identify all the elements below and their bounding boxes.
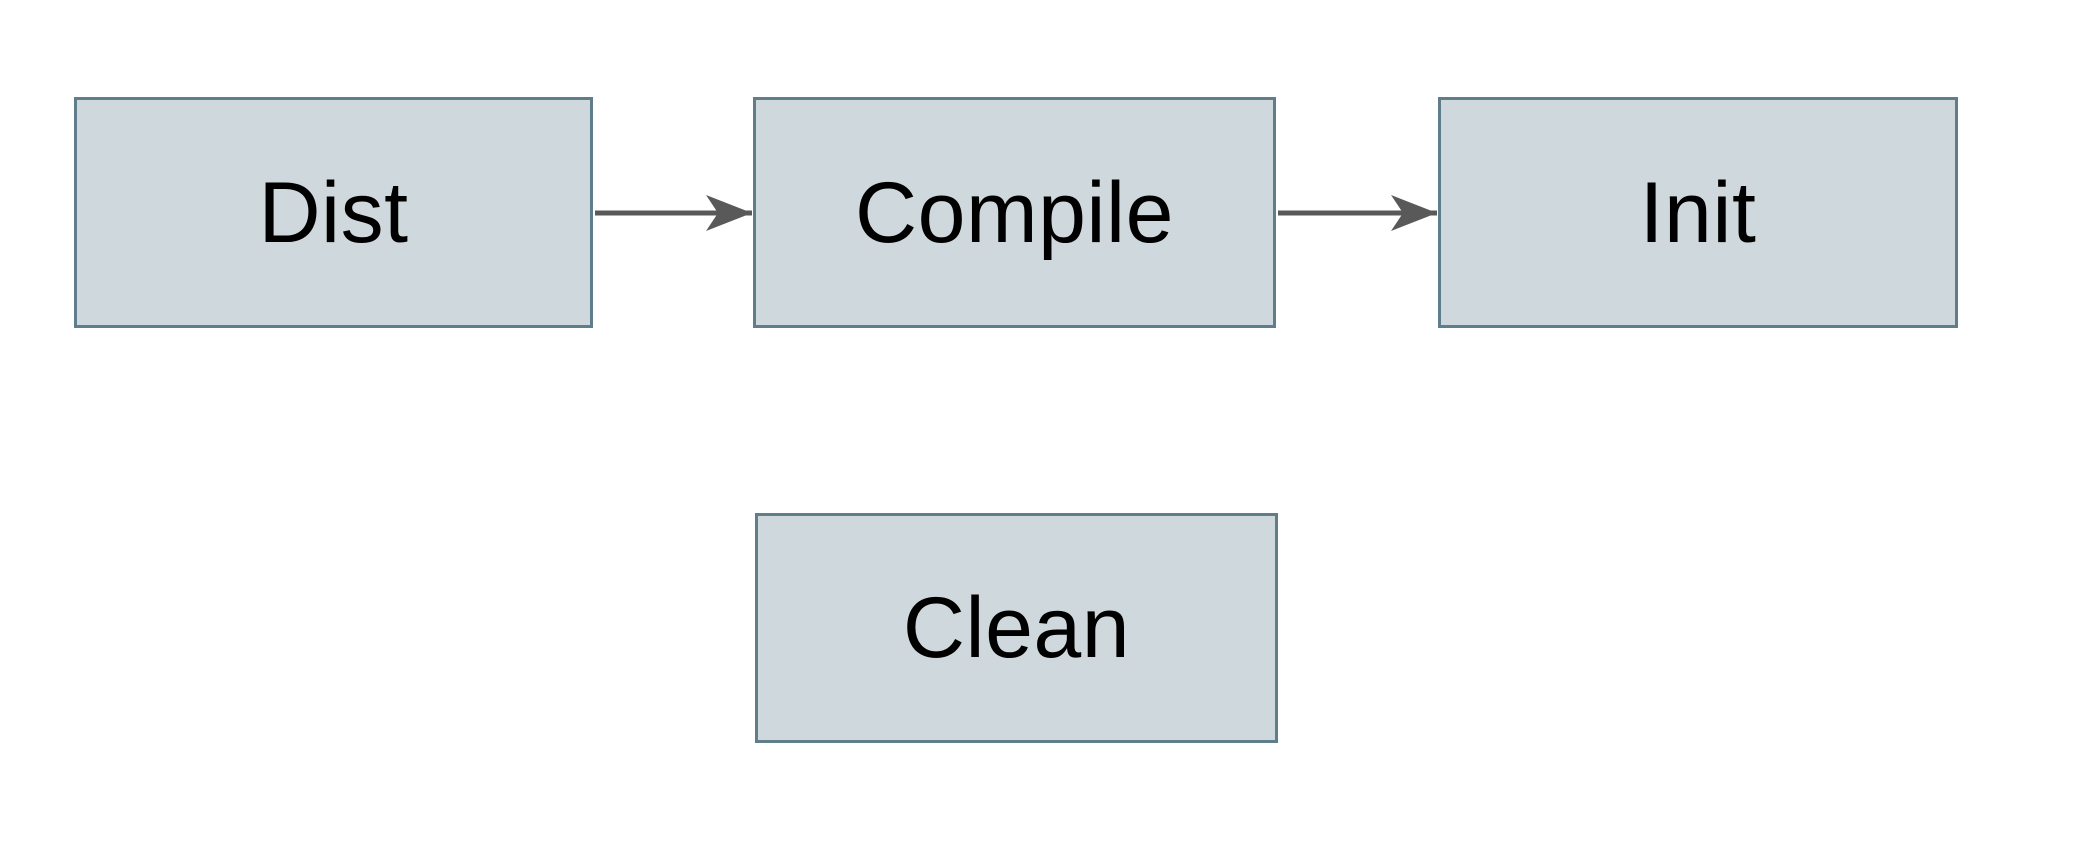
node-init[interactable]: Init [1438,97,1958,328]
node-clean[interactable]: Clean [755,513,1278,743]
node-compile[interactable]: Compile [753,97,1276,328]
node-dist-label: Dist [258,164,409,261]
node-clean-label: Clean [902,580,1131,676]
node-dist[interactable]: Dist [74,97,593,328]
node-compile-label: Compile [855,164,1174,261]
node-init-label: Init [1639,164,1757,261]
